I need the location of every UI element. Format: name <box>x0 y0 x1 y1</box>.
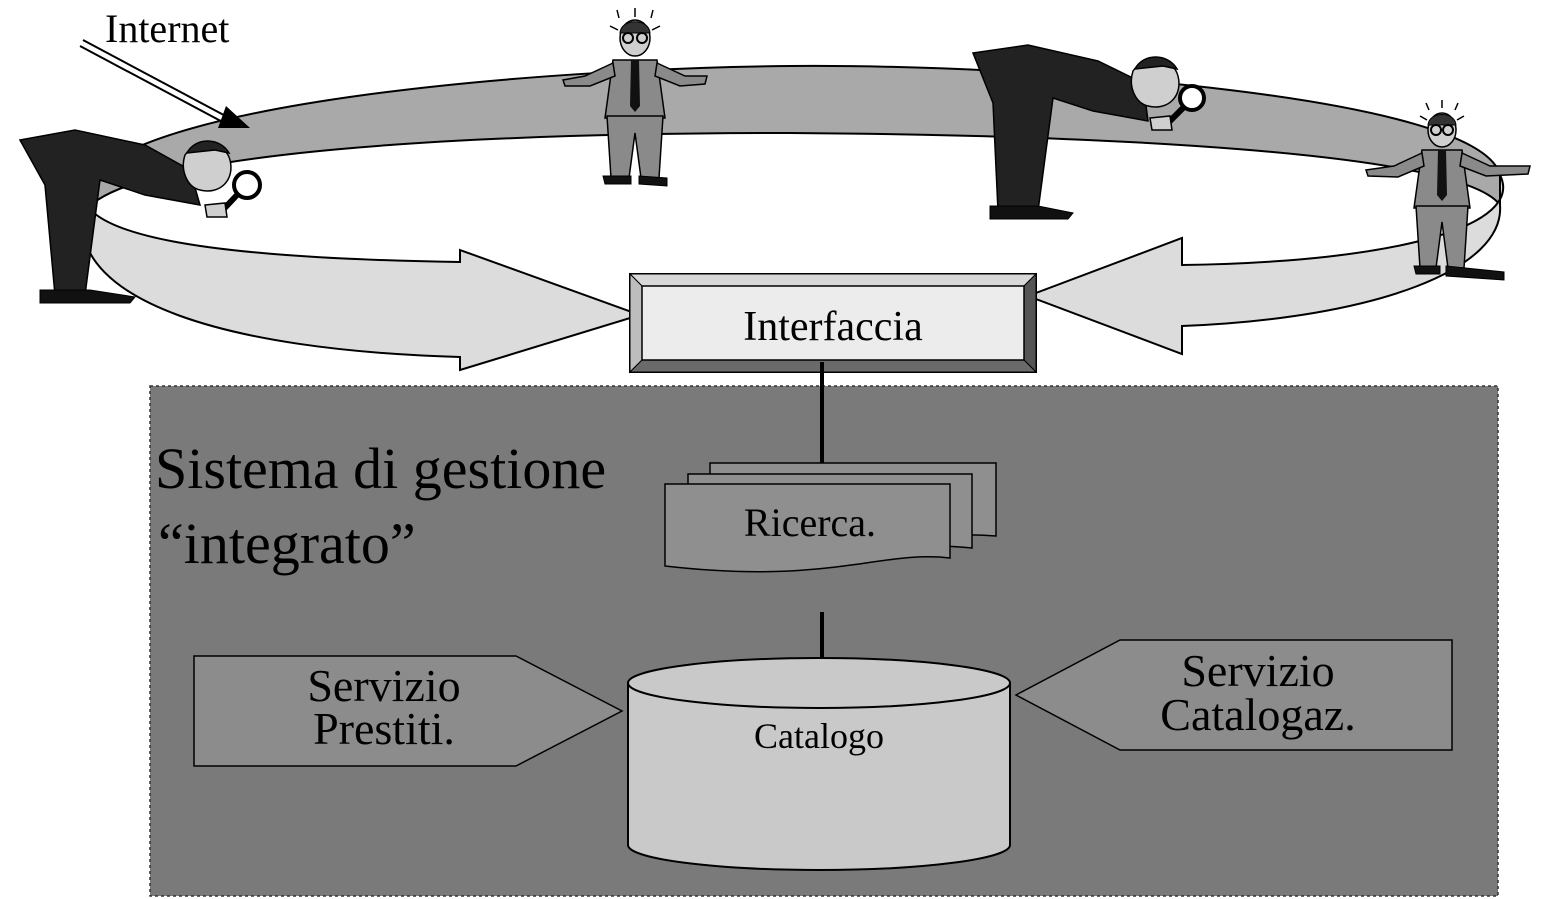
cataloguing-label-line1: Servizio <box>1181 645 1334 696</box>
standing-person-icon <box>1365 100 1531 281</box>
searching-person-icon <box>971 44 1206 220</box>
system-label-line2: “integrato” <box>158 511 416 576</box>
cataloguing-service-box: Servizio Catalogaz. <box>1014 639 1453 751</box>
internet-label: Internet <box>105 6 229 51</box>
loans-label-line1: Servizio <box>307 660 460 711</box>
catalog-database: Catalogo <box>627 657 1011 871</box>
cataloguing-label-line2: Catalogaz. <box>1160 689 1355 740</box>
search-label: Ricerca. <box>744 500 876 545</box>
interface-label: Interfaccia <box>743 304 923 350</box>
searching-person-icon <box>18 129 262 304</box>
system-label-line1: Sistema di gestione <box>155 436 606 501</box>
search-documents: Ricerca. <box>664 462 997 573</box>
interface-box: Interfaccia <box>628 272 1038 374</box>
standing-person-icon <box>562 8 708 187</box>
catalog-label: Catalogo <box>754 716 884 756</box>
internet-pointer-arrow <box>79 39 250 128</box>
loans-label-line2: Prestiti. <box>313 703 455 754</box>
loans-service-box: Servizio Prestiti. <box>193 655 624 767</box>
